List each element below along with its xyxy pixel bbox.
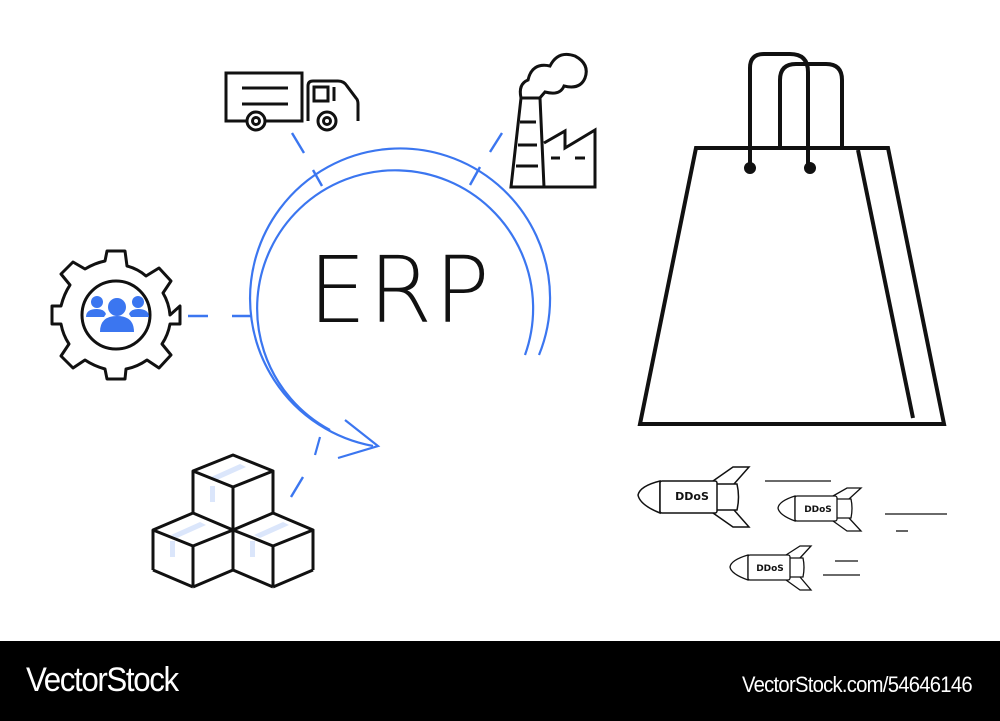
- speed-lines: [765, 480, 947, 576]
- watermark-footer: VectorStock VectorStock.com/54646146: [0, 641, 1000, 721]
- rocket-label: DDoS: [756, 564, 784, 574]
- delivery-truck-icon: [224, 71, 360, 132]
- illustration-svg: DDoS DDoS DDoS: [50, 52, 947, 591]
- cycle-arrow-icon: [249, 147, 552, 460]
- image-reference: VectorStock.com/54646146: [742, 672, 973, 697]
- ddos-rocket-large: DDoS: [637, 466, 751, 528]
- rocket-label: DDoS: [804, 505, 832, 515]
- erp-illustration: DDoS DDoS DDoS ERP: [50, 52, 947, 591]
- erp-title: ERP: [308, 237, 492, 344]
- stacked-boxes-icon: [151, 453, 315, 589]
- team-gear-icon: [50, 249, 182, 381]
- rocket-label: DDoS: [675, 490, 709, 503]
- ddos-rocket-small: DDoS: [729, 545, 813, 591]
- connector-lines: [188, 132, 504, 498]
- shopping-bag-icon: [637, 52, 947, 426]
- brand-logo: VectorStock: [26, 661, 179, 699]
- factory-icon: [509, 52, 597, 189]
- team-people-icon: [86, 296, 149, 332]
- ddos-rocket-medium: DDoS: [777, 487, 863, 532]
